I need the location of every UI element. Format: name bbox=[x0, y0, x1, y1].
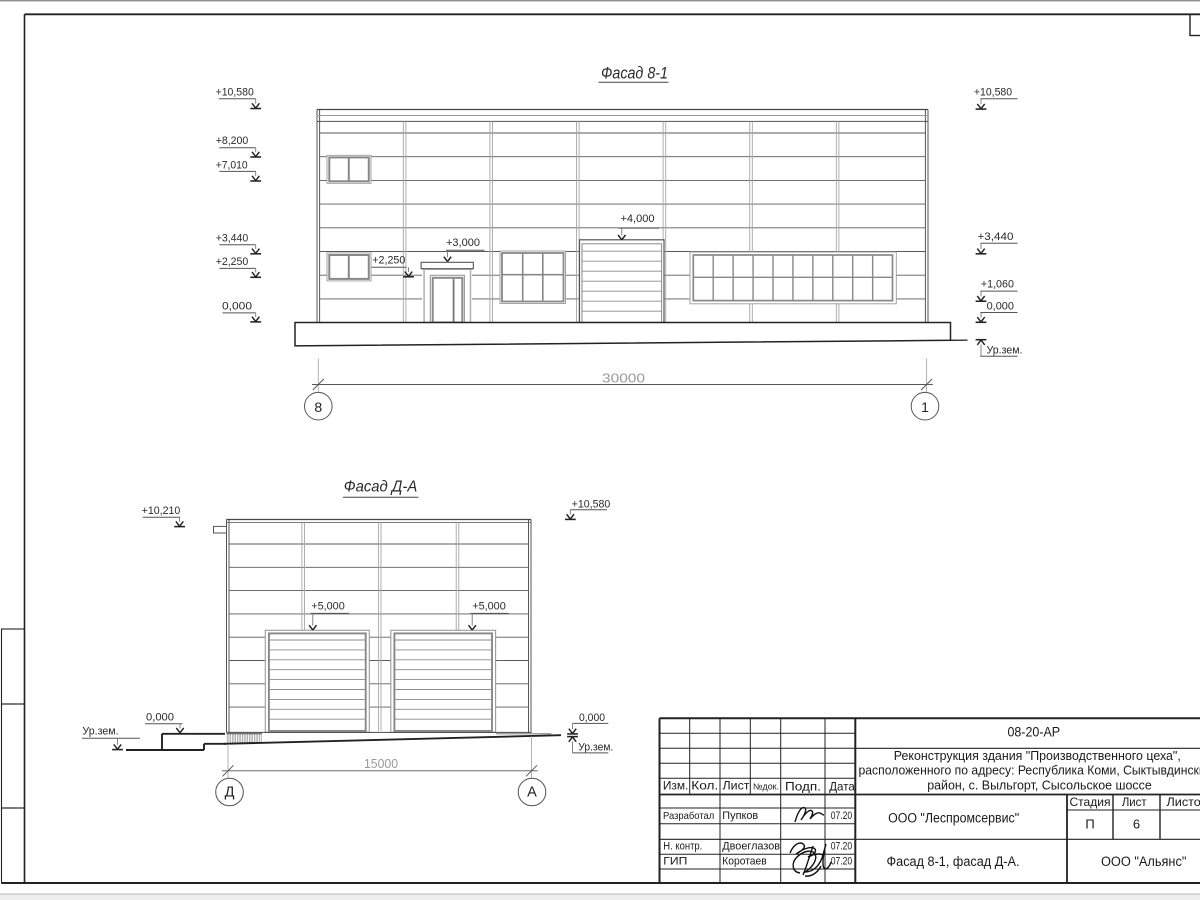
svg-text:ООО "Альянс": ООО "Альянс" bbox=[1101, 854, 1187, 869]
svg-text:П: П bbox=[1085, 816, 1094, 831]
svg-text:0,000: 0,000 bbox=[222, 300, 252, 312]
svg-text:№док.: №док. bbox=[753, 782, 779, 792]
svg-text:Реконструкция здания "Производ: Реконструкция здания "Производственного … bbox=[894, 749, 1181, 763]
svg-text:07.20: 07.20 bbox=[831, 810, 852, 822]
svg-text:Ур.зем.: Ур.зем. bbox=[987, 345, 1023, 357]
svg-text:0,000: 0,000 bbox=[579, 712, 605, 724]
svg-text:07.20: 07.20 bbox=[831, 841, 852, 853]
svg-text:+10,210: +10,210 bbox=[142, 505, 181, 517]
svg-text:Дата: Дата bbox=[829, 779, 855, 793]
svg-text:0,000: 0,000 bbox=[146, 712, 174, 724]
svg-text:+10,580: +10,580 bbox=[572, 498, 611, 510]
svg-text:1: 1 bbox=[921, 399, 929, 415]
svg-text:+4,000: +4,000 bbox=[621, 213, 655, 225]
svg-text:0,000: 0,000 bbox=[987, 301, 1014, 313]
svg-text:Фасад Д-А: Фасад Д-А bbox=[344, 479, 418, 496]
svg-text:Пупков: Пупков bbox=[722, 810, 758, 822]
svg-text:Изм.: Изм. bbox=[663, 780, 689, 792]
svg-text:08-20-АР: 08-20-АР bbox=[1007, 723, 1060, 739]
svg-text:Фасад 8-1: Фасад 8-1 bbox=[601, 65, 668, 83]
svg-text:8: 8 bbox=[314, 399, 322, 415]
svg-text:+3,440: +3,440 bbox=[216, 232, 249, 244]
svg-text:Ур.зем.: Ур.зем. bbox=[578, 741, 613, 753]
svg-text:Д: Д bbox=[225, 785, 235, 801]
svg-text:+10,580: +10,580 bbox=[974, 86, 1012, 98]
svg-text:+3,000: +3,000 bbox=[446, 237, 480, 249]
svg-text:Листов: Листов bbox=[1167, 795, 1200, 809]
svg-text:Двоеглазов: Двоеглазов bbox=[722, 841, 780, 853]
svg-text:ООО "Леспромсервис": ООО "Леспромсервис" bbox=[888, 810, 1019, 825]
svg-text:Лист: Лист bbox=[1122, 795, 1147, 809]
svg-text:Фасад 8-1, фасад Д-А.: Фасад 8-1, фасад Д-А. bbox=[887, 854, 1020, 869]
svg-text:+2,250: +2,250 bbox=[216, 256, 249, 268]
svg-text:Стадия: Стадия bbox=[1070, 795, 1111, 809]
svg-text:Кол.: Кол. bbox=[691, 780, 718, 792]
svg-text:расположенного по адресу: Респ: расположенного по адресу: Республика Ком… bbox=[859, 764, 1200, 778]
svg-text:район, с. Выльгорт, Сысольское: район, с. Выльгорт, Сысольское шоссе bbox=[927, 778, 1152, 792]
svg-text:+10,580: +10,580 bbox=[216, 87, 254, 99]
svg-text:6: 6 bbox=[1133, 816, 1140, 831]
svg-text:Подп.: Подп. bbox=[785, 779, 821, 793]
svg-text:30000: 30000 bbox=[602, 370, 645, 385]
svg-text:Лист: Лист bbox=[723, 780, 751, 792]
svg-text:+5,000: +5,000 bbox=[472, 600, 506, 612]
svg-text:Ур.зем.: Ур.зем. bbox=[82, 725, 118, 737]
svg-text:+7,010: +7,010 bbox=[216, 159, 248, 171]
svg-text:Коротаев: Коротаев bbox=[722, 856, 767, 868]
svg-text:+5,000: +5,000 bbox=[311, 600, 345, 612]
svg-text:А: А bbox=[527, 785, 537, 801]
svg-text:+8,200: +8,200 bbox=[216, 135, 249, 147]
svg-text:+2,250: +2,250 bbox=[372, 255, 405, 267]
svg-text:Разработал: Разработал bbox=[663, 810, 714, 822]
svg-text:Н. контр.: Н. контр. bbox=[663, 841, 702, 853]
svg-text:ГИП: ГИП bbox=[663, 856, 687, 868]
svg-text:+1,060: +1,060 bbox=[981, 279, 1014, 291]
svg-text:07.20: 07.20 bbox=[831, 856, 852, 868]
svg-text:+3,440: +3,440 bbox=[978, 231, 1014, 243]
svg-text:15000: 15000 bbox=[364, 757, 398, 771]
